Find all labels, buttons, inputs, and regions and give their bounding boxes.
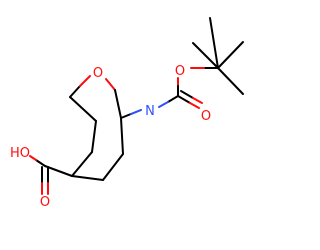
bond-n-bridgehead-left-blue [130,109,142,115]
bond-ch2ll-cacid [71,151,93,177]
atom-bridge-nitrogen: N [145,104,155,119]
molecule-structure: O N O O HO O [10,17,244,210]
bond-co-double-b-red [192,97,203,104]
bond-bhl-ch2-lower-left [91,120,97,153]
bond-bhr-ch2-lower-right [120,117,124,155]
bond-cacid-ring [71,175,104,181]
atom-ring-oxygen: O [93,66,103,81]
bond-cacid-cooh [44,165,73,177]
bond-co-double-a-black [177,95,191,104]
bond-co-double-b-black [180,90,194,99]
bond-n-bridgehead-right-black [120,113,132,119]
bond-tbu-methyl-right [217,41,244,69]
bond-cooh-oh-red [29,155,37,161]
bond-ch2a-o-red [79,75,91,87]
bond-co-double-a-red [189,102,200,109]
bond-cooh-oh-black [35,159,46,167]
bond-tbu-methyl-up [209,17,219,69]
atom-carbamate-carbonyl-oxygen: O [201,109,211,124]
atom-acid-hydroxyl: HO [10,146,30,161]
bond-ch2a-o-black [69,85,81,98]
structure-canvas: O N O O HO O [9,17,244,210]
bond-o-ch2b-black [114,89,122,119]
atom-acid-carbonyl-oxygen: O [40,195,50,210]
atom-carbamate-ether-oxygen: O [175,64,185,79]
bond-tbu-methyl-left [192,42,219,69]
bond-cco-n-blue [158,101,169,108]
bond-bhl-ch2a [69,96,97,122]
bond-o-ch2b-red [105,78,116,91]
bond-tbu-methyl-down [217,67,244,95]
bond-cco-n-black [167,95,179,103]
bond-ch2lr-cacid [102,153,124,181]
